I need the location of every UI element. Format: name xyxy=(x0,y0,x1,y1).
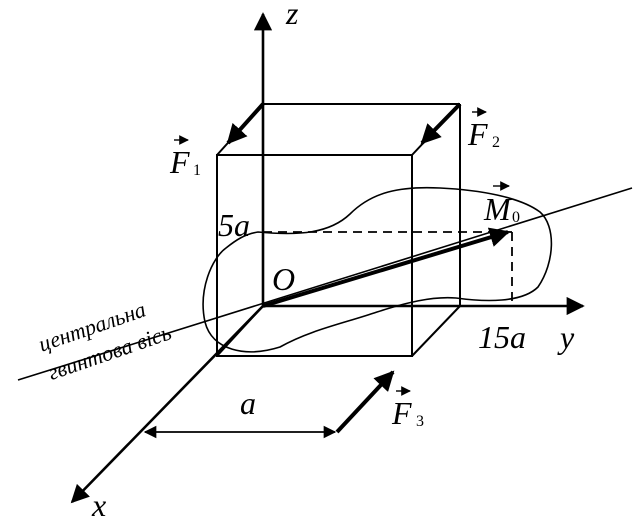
origin-label: O xyxy=(272,261,295,297)
m0-label: M 0 xyxy=(483,181,520,227)
dim-5a-label: 5a xyxy=(218,207,250,243)
svg-text:0: 0 xyxy=(512,209,520,226)
svg-text:2: 2 xyxy=(492,134,500,151)
axis-x-label: x xyxy=(91,487,106,523)
f3-label: F 3 xyxy=(391,386,424,431)
dim-15a-label: 15a xyxy=(478,319,526,355)
f2-label: F 2 xyxy=(467,107,500,152)
region-outline xyxy=(202,186,553,353)
f2-vector xyxy=(420,102,462,145)
svg-text:F: F xyxy=(467,116,488,152)
svg-text:M: M xyxy=(483,191,513,227)
svg-text:F: F xyxy=(391,395,412,431)
svg-text:3: 3 xyxy=(416,413,424,430)
f1-label: F 1 xyxy=(169,135,201,180)
svg-text:1: 1 xyxy=(193,162,201,179)
f1-vector xyxy=(226,102,265,145)
axis-z-label: z xyxy=(285,0,299,31)
central-axis-caption: центральна гвинтова вісь xyxy=(35,297,174,385)
x-axis xyxy=(70,305,264,504)
central-screw-axis xyxy=(17,187,633,381)
f3-vector xyxy=(335,370,395,434)
m0-vector xyxy=(262,227,510,308)
axis-y-label: y xyxy=(557,319,575,355)
svg-text:F: F xyxy=(169,144,190,180)
dim-a-label: a xyxy=(240,385,256,421)
